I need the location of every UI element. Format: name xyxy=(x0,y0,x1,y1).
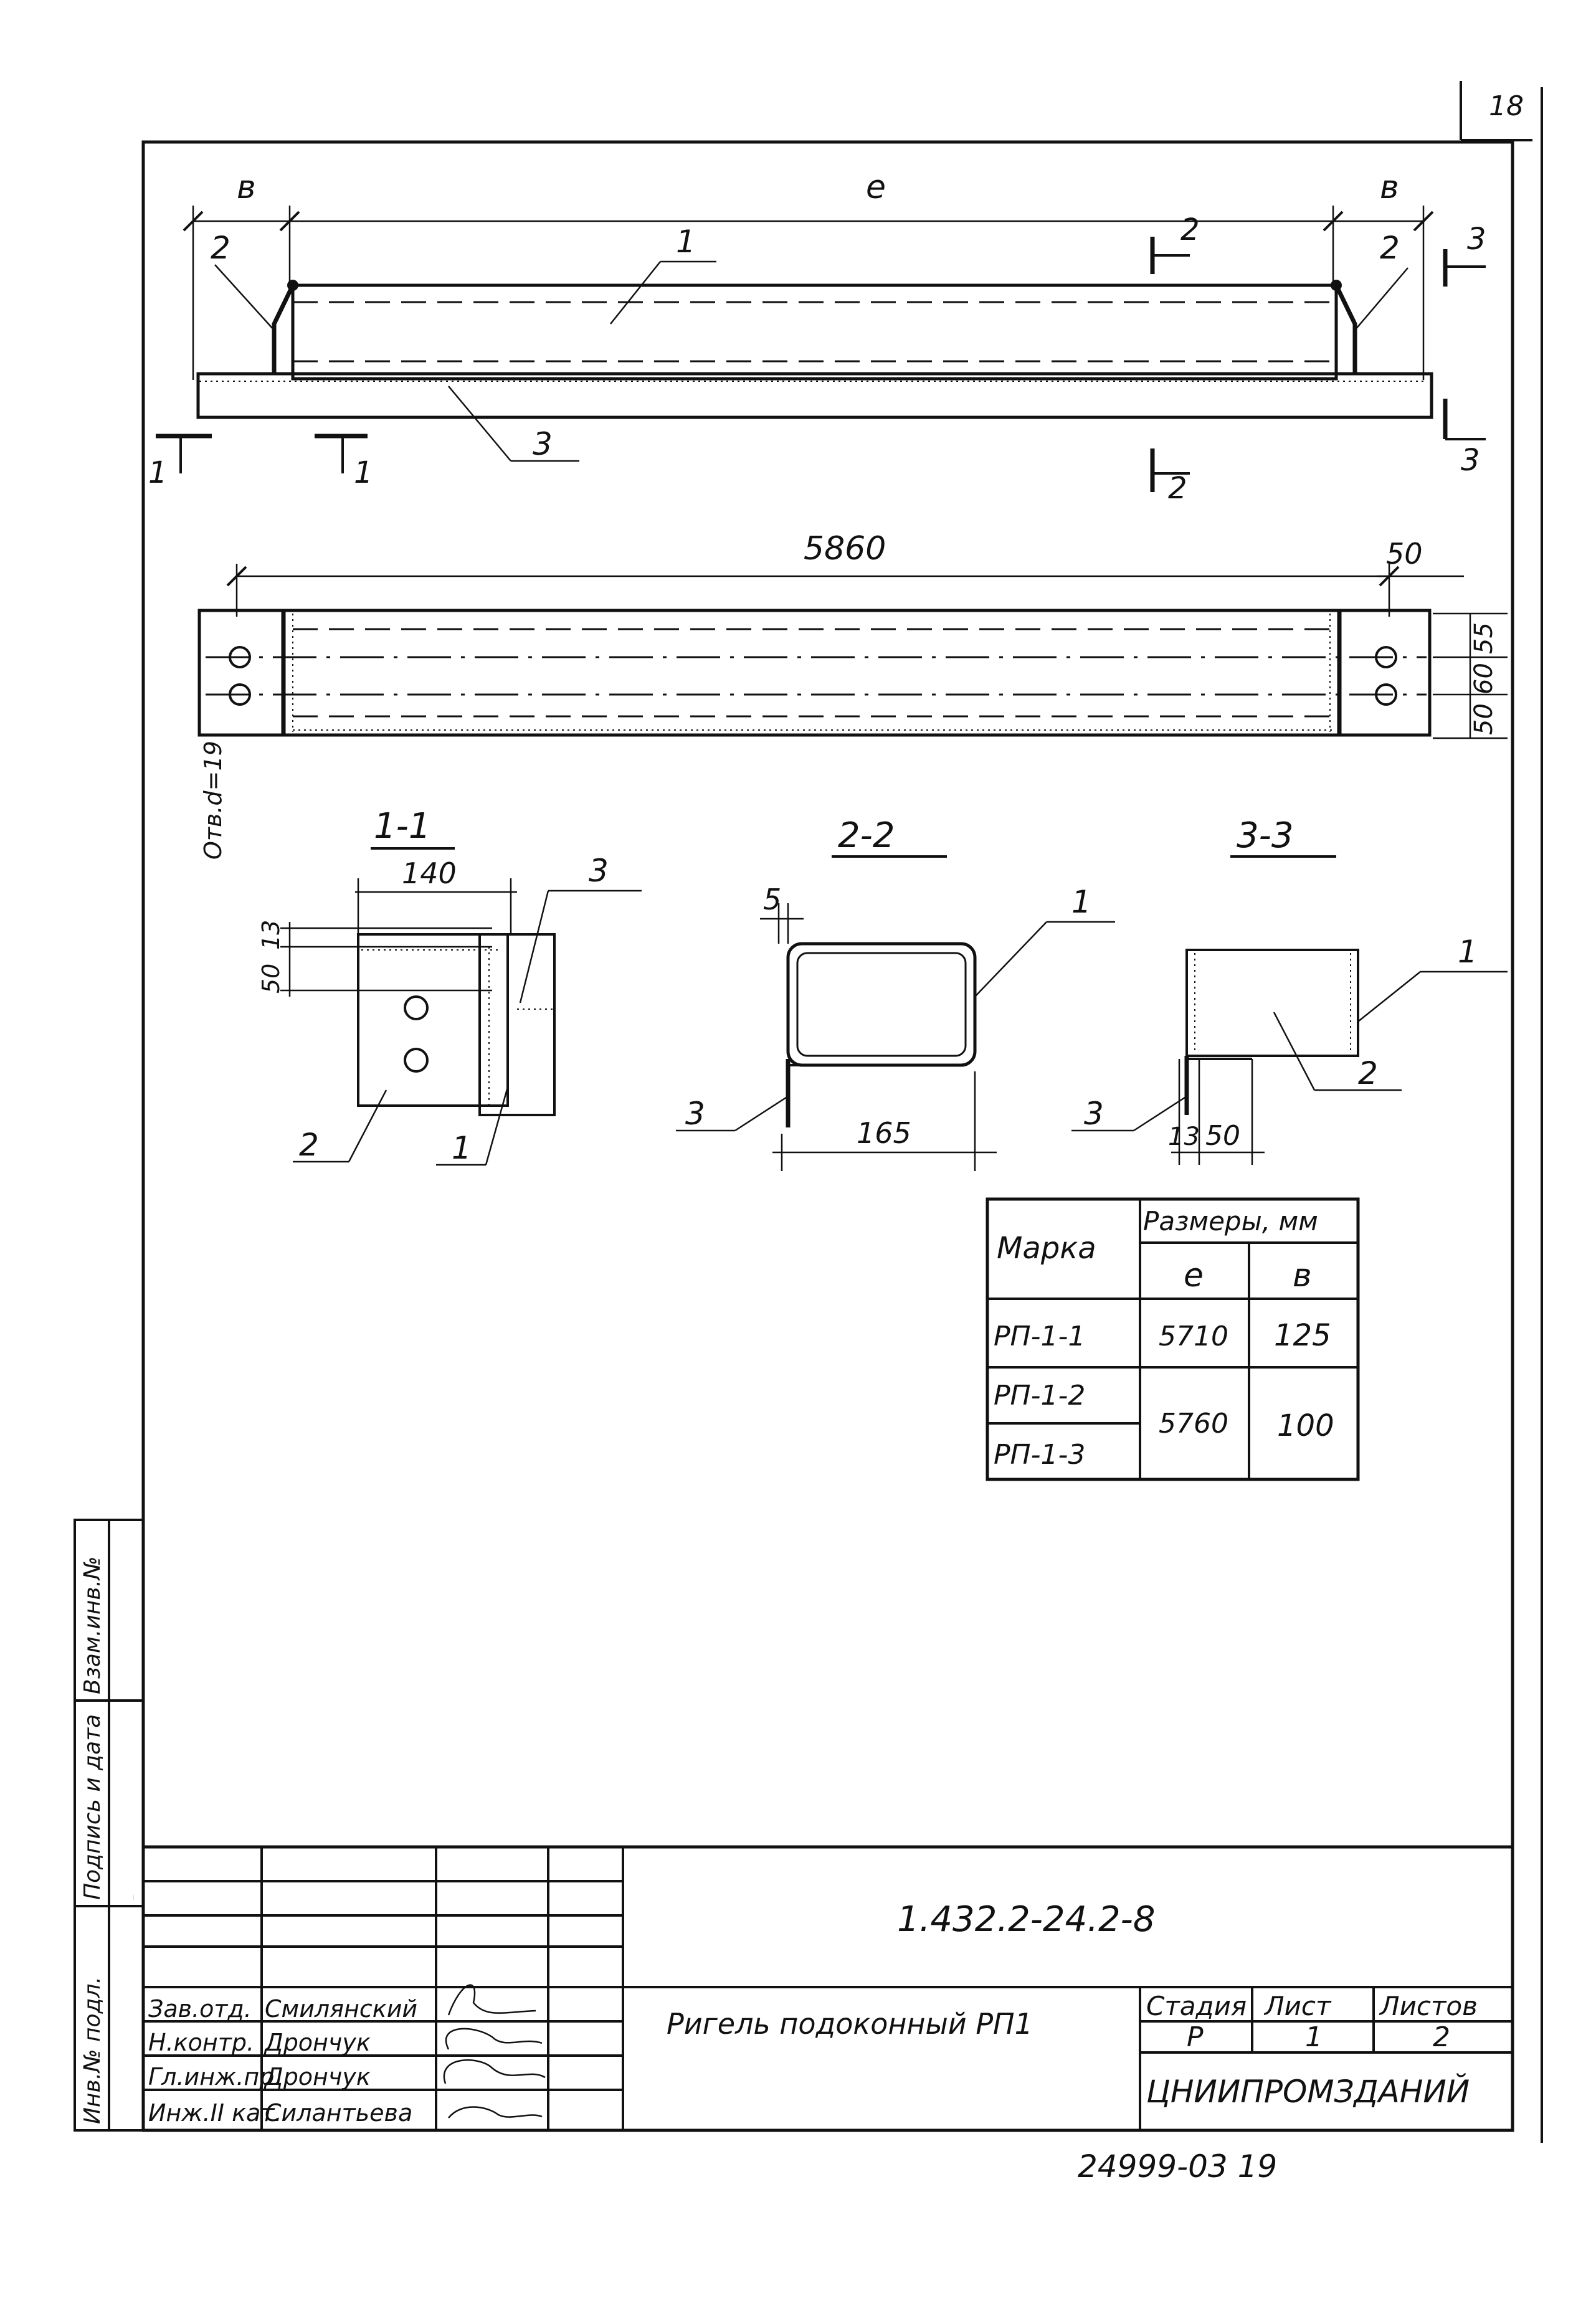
table-row-b: 100 xyxy=(1277,1408,1334,1443)
sec2-dim-5: 5 xyxy=(763,883,781,916)
table-row-mark: РП-1-1 xyxy=(994,1321,1085,1352)
section-1-1: 1-1 140 13 50 3 2 1 xyxy=(257,806,642,1166)
sheet-value: 1 xyxy=(1305,2021,1323,2053)
sec2-callout-1: 1 xyxy=(1071,884,1091,920)
staff-role: Н.контр. xyxy=(148,2029,254,2056)
staff-role: Зав.отд. xyxy=(148,1995,252,2023)
section-mark-1-left: 1 xyxy=(148,455,168,490)
elev-callout-1: 1 xyxy=(676,224,696,260)
angle-strip-elevation xyxy=(196,372,1433,419)
margin-field-3: Подпись и дата xyxy=(133,1894,135,1900)
document-code: 1.432.2-24.2-8 xyxy=(897,1899,1155,1940)
left-margin-stamp: Взам.инв.№ Подпись и дата Подпись и дата… xyxy=(74,1519,145,2132)
section-mark-3-bottom: 3 xyxy=(1461,443,1480,478)
elev-callout-3: 3 xyxy=(533,426,553,462)
table-row-mark: РП-1-3 xyxy=(994,1439,1085,1471)
signature xyxy=(448,2106,543,2119)
plan-vert-dim-50: 50 xyxy=(1470,703,1498,735)
stage-label: Стадия xyxy=(1146,1991,1247,2021)
beam-body-elevation xyxy=(291,283,1338,381)
section-2-2: 2-2 5 1 3 165 xyxy=(676,815,1115,1171)
table-header-b: в xyxy=(1293,1257,1312,1294)
table-header-l: е xyxy=(1184,1257,1204,1294)
staff-role: Инж.II кат. xyxy=(148,2099,282,2127)
margin-field-1: Взам.инв.№ xyxy=(80,1556,105,1694)
plan-vert-dim-60: 60 xyxy=(1470,663,1498,695)
sheets-label: Листов xyxy=(1379,1991,1478,2021)
table-row-l: 5760 xyxy=(1159,1408,1228,1440)
footer-code: 24999-03 19 xyxy=(1078,2148,1277,2185)
dim-b-left: в xyxy=(237,169,256,206)
plan-end-dim: 50 xyxy=(1386,537,1423,571)
sec2-dim-165: 165 xyxy=(857,1116,911,1150)
staff-name: Смилянский xyxy=(265,1995,417,2023)
section-3-3: 3-3 1 2 3 13 50 xyxy=(1071,815,1508,1165)
sec3-dim-13: 13 xyxy=(1168,1122,1200,1151)
table-row-mark: РП-1-2 xyxy=(994,1380,1085,1412)
sec3-callout-2: 2 xyxy=(1358,1055,1378,1091)
sec1-callout-1: 1 xyxy=(452,1130,472,1166)
sheet-number: 18 xyxy=(1489,90,1524,122)
signature xyxy=(447,1984,536,2016)
section-mark-2-top: 2 xyxy=(1180,212,1200,247)
plan-view: 5860 50 55 60 50 Отв.d=19 xyxy=(197,530,1508,860)
table-row-b: 125 xyxy=(1274,1318,1331,1353)
section-2-2-title: 2-2 xyxy=(838,815,895,856)
signature xyxy=(445,2028,543,2050)
drawing-frame xyxy=(141,140,1514,2132)
margin-field-4: Инв.№ подл. xyxy=(80,1976,105,2124)
section-mark-2-bottom: 2 xyxy=(1168,471,1187,506)
sec3-callout-3: 3 xyxy=(1084,1096,1104,1132)
sheet-number-box: 18 xyxy=(1460,81,1532,141)
section-3-3-title: 3-3 xyxy=(1237,815,1293,856)
table-header-mark: Марка xyxy=(997,1231,1096,1266)
signature xyxy=(443,2059,546,2084)
sec1-dim-50: 50 xyxy=(257,964,285,994)
staff-name: Дрончук xyxy=(264,2029,371,2056)
table-header-sizes: Размеры, мм xyxy=(1143,1206,1318,1236)
sheets-value: 2 xyxy=(1433,2021,1450,2053)
title-block: 1.432.2-24.2-8 Ригель подоконный РП1 Ста… xyxy=(141,1845,1514,2132)
section-mark-3-top: 3 xyxy=(1467,222,1486,257)
section-1-1-title: 1-1 xyxy=(374,806,430,847)
sec2-callout-3: 3 xyxy=(685,1096,705,1132)
table-row-l: 5710 xyxy=(1159,1321,1228,1352)
beam-body-plan xyxy=(197,609,1432,737)
plan-vert-dim-55: 55 xyxy=(1470,622,1498,654)
dim-b-right: в xyxy=(1380,169,1399,206)
elev-callout-2-left: 2 xyxy=(211,230,230,266)
sec1-width-dim: 140 xyxy=(402,856,457,890)
sec1-callout-2: 2 xyxy=(299,1127,319,1163)
drawing-title: Ригель подоконный РП1 xyxy=(667,2007,1033,2041)
margin-field-2: Подпись и дата xyxy=(80,1714,105,1900)
staff-name: Дрончук xyxy=(264,2063,371,2090)
section-mark-1-right: 1 xyxy=(354,455,373,490)
sec3-dim-50: 50 xyxy=(1205,1120,1240,1152)
plan-holes-note: Отв.d=19 xyxy=(199,741,227,860)
sec1-dim-13: 13 xyxy=(257,920,285,950)
staff-name: Силантьева xyxy=(265,2099,412,2127)
sec3-callout-1: 1 xyxy=(1458,934,1478,970)
staff-role: Гл.инж.пр. xyxy=(148,2063,282,2090)
stage-value: Р xyxy=(1187,2021,1204,2053)
dimension-table: Марка Размеры, мм е в РП-1-1 5710 125 РП… xyxy=(986,1197,1360,1481)
organization: ЦНИИПРОМЗДАНИЙ xyxy=(1146,2073,1470,2110)
elevation-view: в е в 2 1 2 3 2 2 3 xyxy=(148,169,1486,506)
dim-l: е xyxy=(866,169,886,206)
plan-length-dim: 5860 xyxy=(804,530,886,567)
sec1-callout-3: 3 xyxy=(589,853,609,889)
sheet-label: Лист xyxy=(1263,1991,1332,2021)
elev-callout-2-right: 2 xyxy=(1380,230,1400,266)
